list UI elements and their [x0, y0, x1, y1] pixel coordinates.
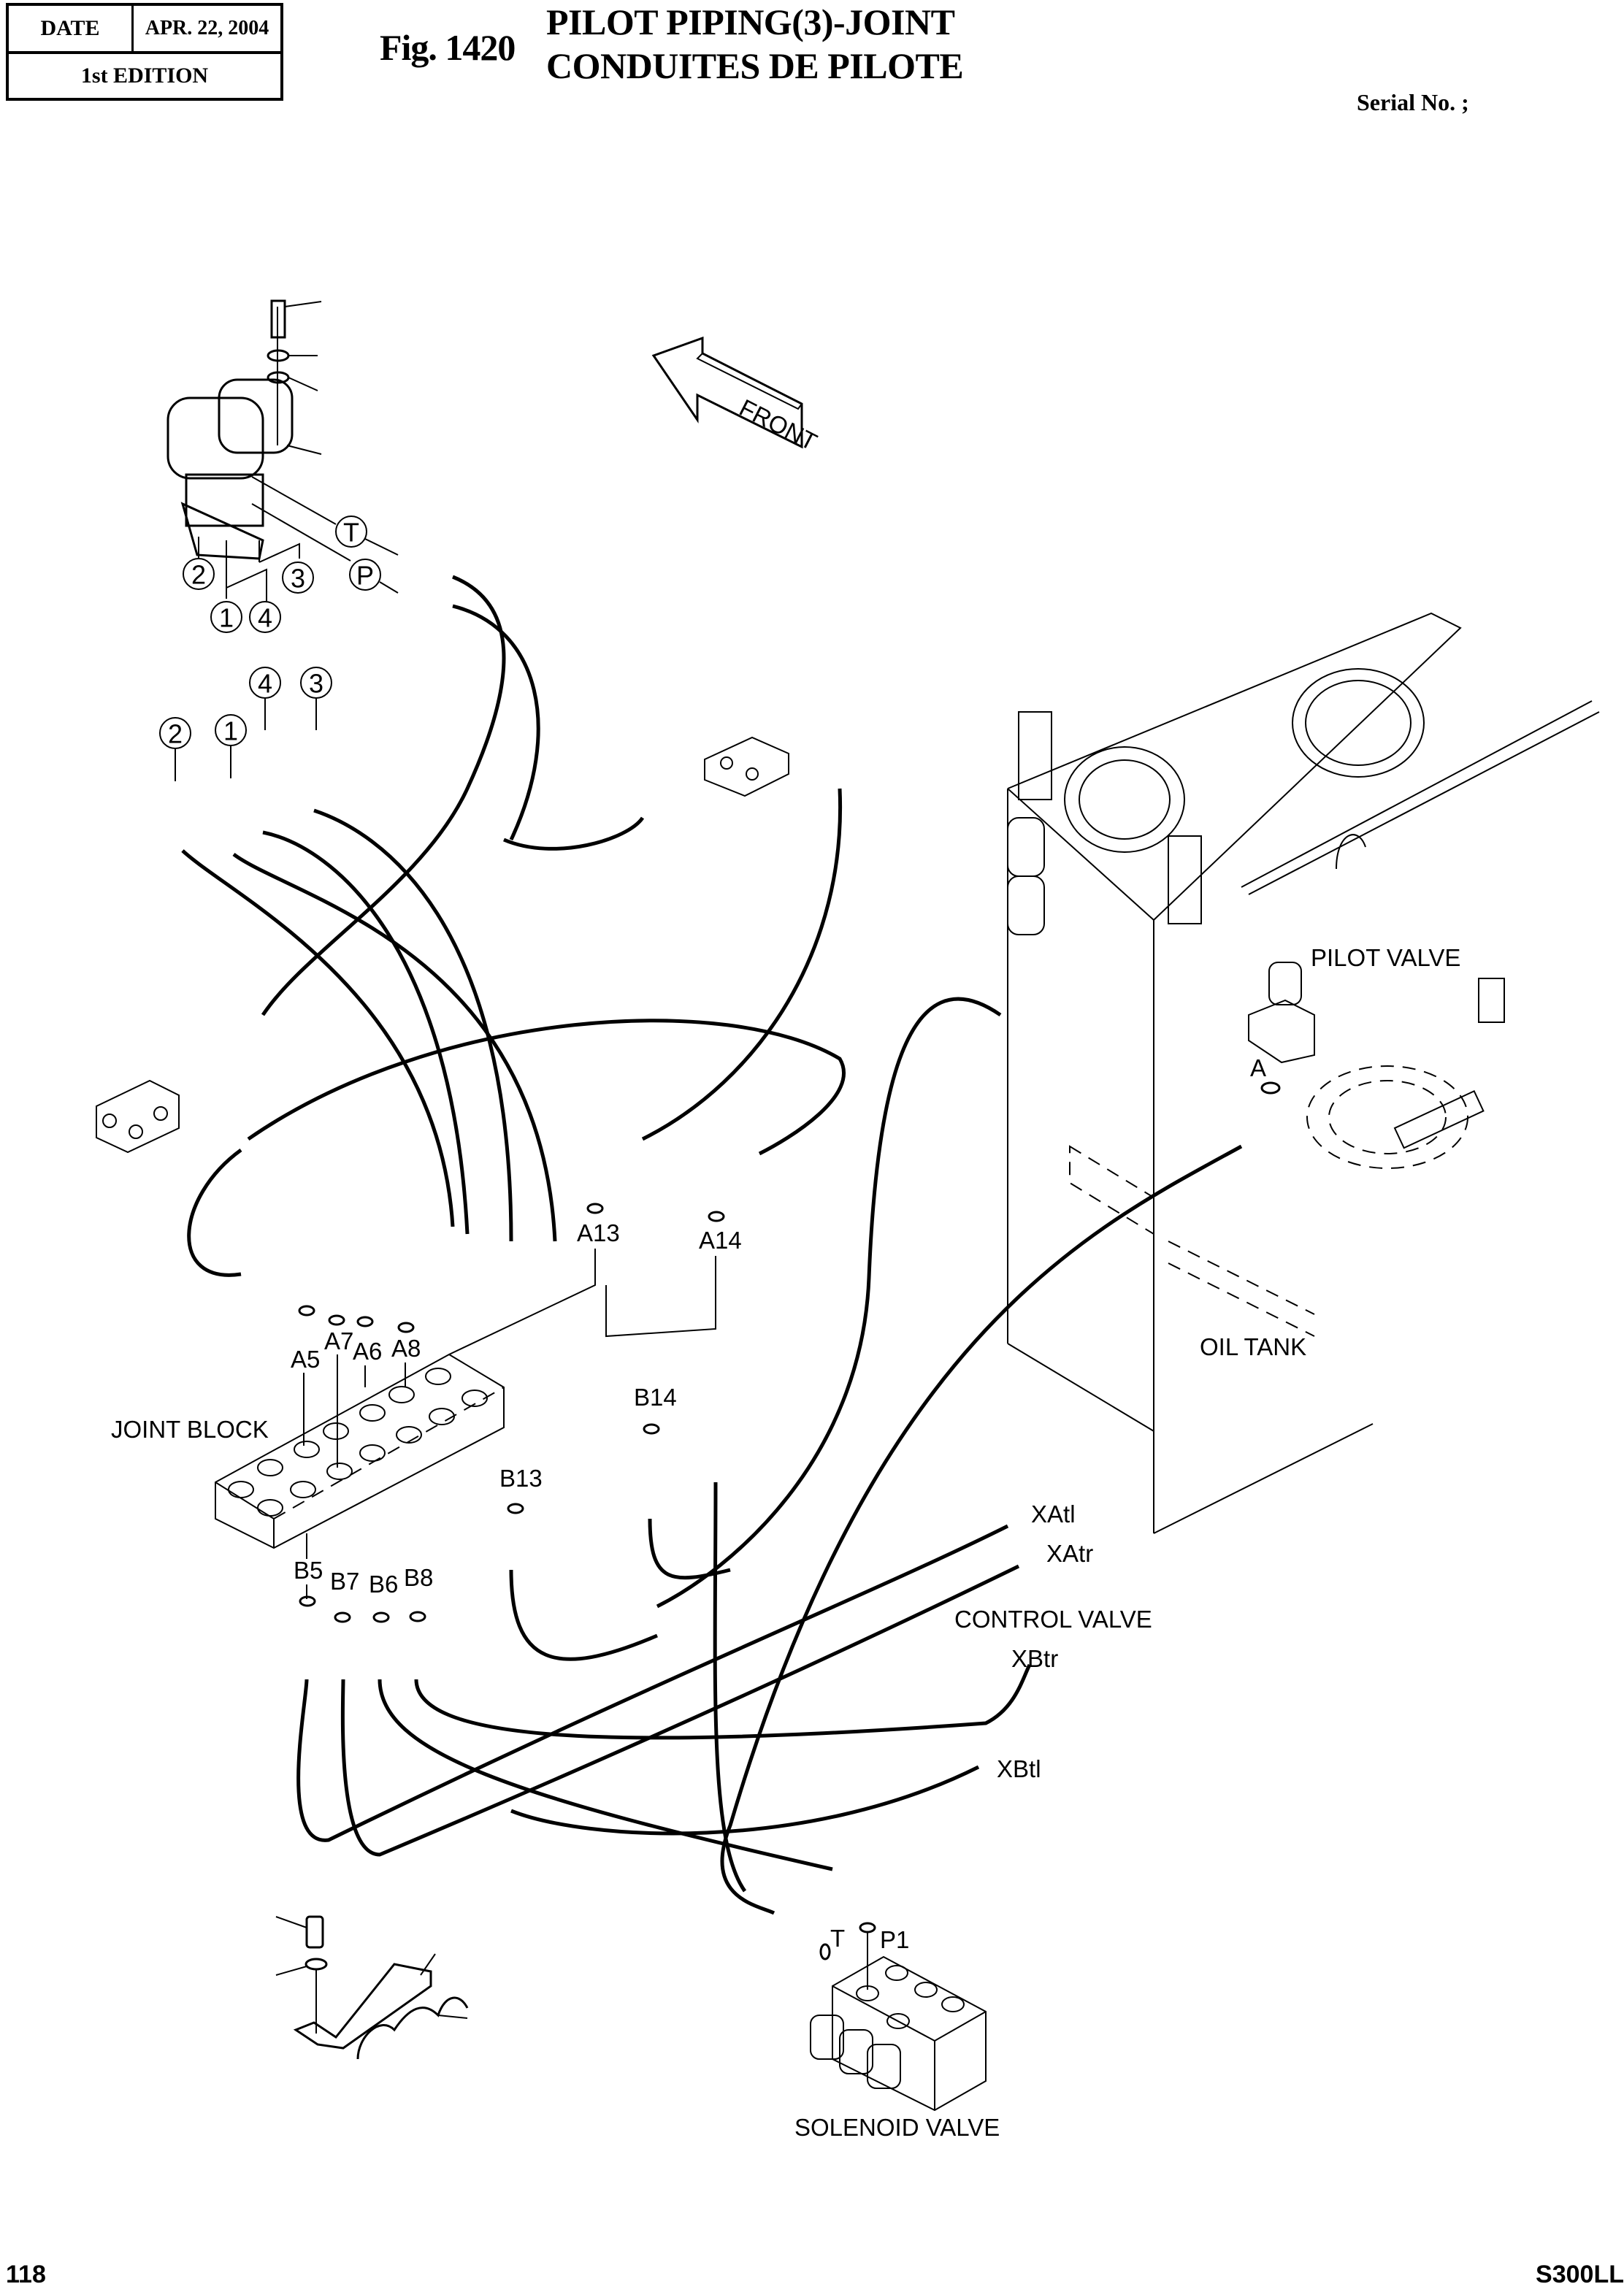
date-row: DATE APR. 22, 2004	[9, 6, 280, 54]
solenoid-valve-label: SOLENOID VALVE	[794, 2114, 1000, 2141]
port-XAtl: XAtl	[1031, 1500, 1076, 1528]
port-circle-2: 2	[191, 560, 206, 590]
fitting-circle-4: 4	[258, 669, 272, 699]
port-XBtr: XBtr	[1011, 1645, 1058, 1672]
control-valve-ports: XAtl XAtr XBtr XBtl CONTROL VALVE	[954, 1500, 1152, 1782]
oil-tank: OIL TANK	[1007, 612, 1600, 1534]
port-circles-remote-valve: 2 1 4 3 T P	[183, 515, 399, 633]
port-circle-T: T	[343, 518, 359, 548]
title-line-1: PILOT PIPING(3)-JOINT	[546, 1, 955, 42]
port-circle-1: 1	[219, 603, 234, 633]
port-circle-3: 3	[291, 564, 305, 594]
machine-model: S300LL	[1536, 2261, 1624, 2288]
fitting-circle-2: 2	[168, 719, 183, 749]
port-B6: B6	[369, 1571, 398, 1598]
port-circle-P: P	[356, 561, 374, 591]
port-A8: A8	[391, 1335, 421, 1362]
port-A7: A7	[324, 1327, 353, 1354]
edition: 1st EDITION	[80, 64, 209, 88]
b-port-labels: B5 B7 B6 B8 B13 B14	[294, 1384, 677, 1623]
serial-number-label: Serial No. ;	[1357, 89, 1469, 115]
date-label: DATE	[9, 6, 134, 51]
port-A14: A14	[699, 1227, 742, 1254]
fitting-circle-3: 3	[309, 669, 323, 699]
pilot-valve-label: PILOT VALVE	[1311, 944, 1460, 971]
port-XAtr: XAtr	[1046, 1540, 1093, 1567]
joint-block: JOINT BLOCK	[111, 1353, 505, 1549]
solenoid-port-P1: P1	[880, 1926, 909, 1953]
port-circle-4: 4	[258, 603, 272, 633]
port-XBtl: XBtl	[997, 1755, 1041, 1782]
oil-tank-label: OIL TANK	[1200, 1333, 1306, 1360]
front-arrow: FRONT	[651, 336, 821, 456]
port-circles-fittings: 4 3 2 1	[159, 667, 332, 781]
solenoid-valve: T P1 SOLENOID VALVE	[794, 1922, 1000, 2141]
date-edition-box: DATE APR. 22, 2004 1st EDITION	[6, 3, 283, 101]
port-A13: A13	[577, 1219, 620, 1246]
port-B13: B13	[499, 1465, 543, 1492]
port-A-label: A	[1250, 1054, 1266, 1081]
a-port-labels: A5 A7 A6 A8 A13 A14	[291, 1203, 742, 1468]
hose-clamp-bracket	[275, 1915, 469, 2060]
page-number: 118	[6, 2261, 46, 2288]
port-B8: B8	[404, 1564, 433, 1591]
control-valve-label: CONTROL VALVE	[954, 1606, 1152, 1633]
junction-block-left	[96, 1079, 180, 1154]
port-A6: A6	[353, 1338, 382, 1365]
port-B7: B7	[330, 1568, 359, 1595]
date-value: APR. 22, 2004	[145, 17, 269, 39]
title-line-2: CONDUITES DE PILOTE	[546, 45, 964, 86]
junction-block-top	[704, 736, 789, 797]
pilot-valve: PILOT VALVE A	[1248, 944, 1460, 1095]
joint-block-label: JOINT BLOCK	[111, 1416, 269, 1443]
figure-title: PILOT PIPING(3)-JOINT CONDUITES DE PILOT…	[546, 0, 964, 88]
port-A5: A5	[291, 1346, 320, 1373]
port-B5: B5	[294, 1557, 323, 1584]
port-B14: B14	[634, 1384, 677, 1411]
front-arrow-label: FRONT	[735, 394, 821, 456]
remote-control-valve	[166, 299, 351, 602]
figure-number: Fig. 1420	[380, 27, 516, 68]
fitting-circle-1: 1	[223, 716, 238, 746]
pilot-hoses	[181, 575, 1243, 1915]
solenoid-port-T: T	[830, 1925, 845, 1952]
